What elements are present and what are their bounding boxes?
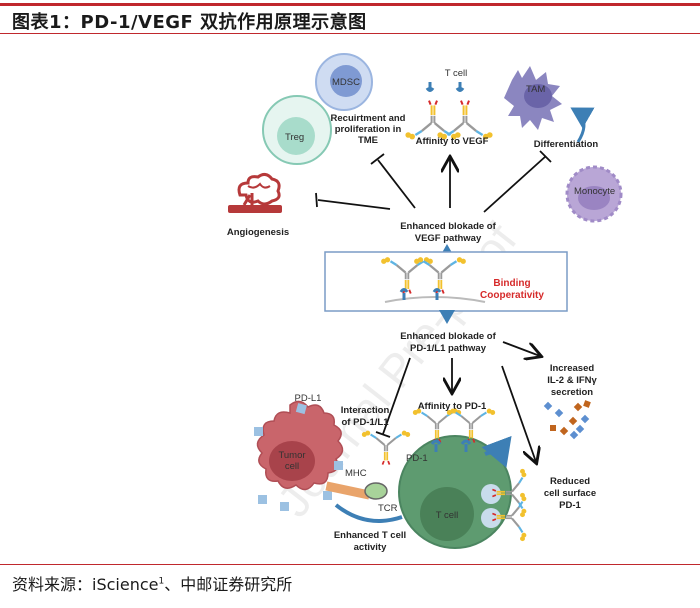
antibody-vegf-2	[436, 82, 494, 141]
tcr-molecule	[364, 482, 388, 500]
enhanced-tcell-label-2: activity	[354, 542, 387, 553]
tam-label: TAM	[526, 84, 545, 95]
source-suffix: 、中邮证券研究所	[164, 575, 293, 594]
source-prefix: 资料来源：iScience	[12, 575, 159, 594]
inhibit-differentiation-line	[483, 155, 547, 213]
affinity-pd1-label: Affinity to PD-1	[418, 401, 487, 412]
pd1-blockade-label-2: PD-1/L1 pathway	[410, 343, 487, 354]
mdsc-cell: MDSC	[315, 53, 373, 111]
enhanced-tcell-label-1: Enhanced T cell	[334, 530, 406, 541]
inhibit-recruitment-line	[377, 159, 416, 209]
differentiation-label: Differentiation	[534, 139, 599, 150]
internalization-arrow	[481, 435, 512, 468]
tumor-label-1: Tumor	[278, 450, 305, 461]
interaction-label-2: of PD-1/L1	[342, 417, 390, 428]
cytokine-label-3: secretion	[551, 387, 593, 398]
recruitment-label-1: Recuirtment and	[331, 113, 406, 124]
binding-cooperativity-box	[324, 251, 568, 312]
treg-label: Treg	[285, 132, 304, 143]
monocyte-label: Monocyte	[574, 186, 615, 197]
antibody-vegf-1	[404, 82, 462, 141]
cytokine-particles	[543, 400, 591, 440]
binding-label-2: Cooperativity	[480, 290, 544, 301]
antibody-binding-2	[413, 256, 467, 300]
mdsc-label: MDSC	[332, 77, 360, 88]
binding-label-1: Binding	[493, 278, 530, 289]
antibody-pd1-1	[411, 407, 463, 452]
treg-cell: Treg	[262, 95, 332, 165]
tcell-label: T cell	[436, 510, 459, 521]
inhibit-angiogenesis-line	[317, 199, 391, 210]
reduced-label-2: cell surface	[544, 488, 596, 499]
pdl1-label: PD-L1	[295, 393, 322, 404]
angiogenesis-icon	[228, 172, 282, 213]
interaction-label-1: Interaction	[341, 405, 390, 416]
tcr-label: TCR	[378, 503, 398, 514]
recruitment-label-3: TME	[358, 135, 378, 146]
affinity-vegf-label: Affinity to VEGF	[416, 136, 489, 147]
tam-cell: TAM	[504, 66, 562, 130]
tumor-cell: Tumor cell	[254, 400, 344, 511]
mhc-molecule	[325, 481, 371, 500]
tumor-label-2: cell	[285, 461, 299, 472]
vegf-blockade-label-1: Enhanced blokade of	[400, 221, 496, 232]
antibody-pd1-2	[445, 407, 497, 452]
figure-title: 图表1：PD-1/VEGF 双抗作用原理示意图	[12, 12, 367, 33]
reduced-pd1-arrow	[501, 365, 536, 462]
mhc-label: MHC	[345, 468, 367, 479]
reduced-label-1: Reduced	[550, 476, 590, 487]
enhanced-tcell-arrow	[334, 503, 403, 523]
cytokine-arrow	[502, 341, 540, 356]
inhibit-interaction-line	[382, 357, 411, 435]
monocyte-cell: Monocyte	[565, 165, 623, 223]
angiogenesis-label: Angiogenesis	[227, 227, 289, 238]
cytokine-label-2: IL-2 & IFNγ	[547, 375, 597, 386]
reduced-label-3: PD-1	[559, 500, 581, 511]
title-rule	[0, 33, 700, 34]
top-rule	[0, 3, 700, 6]
bottom-rule	[0, 564, 700, 565]
source-note: 资料来源：iScience1、中邮证券研究所	[12, 571, 292, 595]
recruitment-label-2: proliferation in	[335, 124, 402, 135]
antibody-binding-1	[380, 256, 434, 300]
vegf-blockade-label-2: VEGF pathway	[415, 233, 482, 244]
source-superscript: 1	[158, 576, 165, 587]
differentiation-arrow	[570, 107, 595, 143]
pd1-blockade-label-1: Enhanced blokade of	[400, 331, 496, 342]
pd1-label: PD-1	[406, 453, 428, 464]
tcell-top-label: T cell	[445, 68, 468, 79]
cytokine-label-1: Increased	[550, 363, 595, 374]
